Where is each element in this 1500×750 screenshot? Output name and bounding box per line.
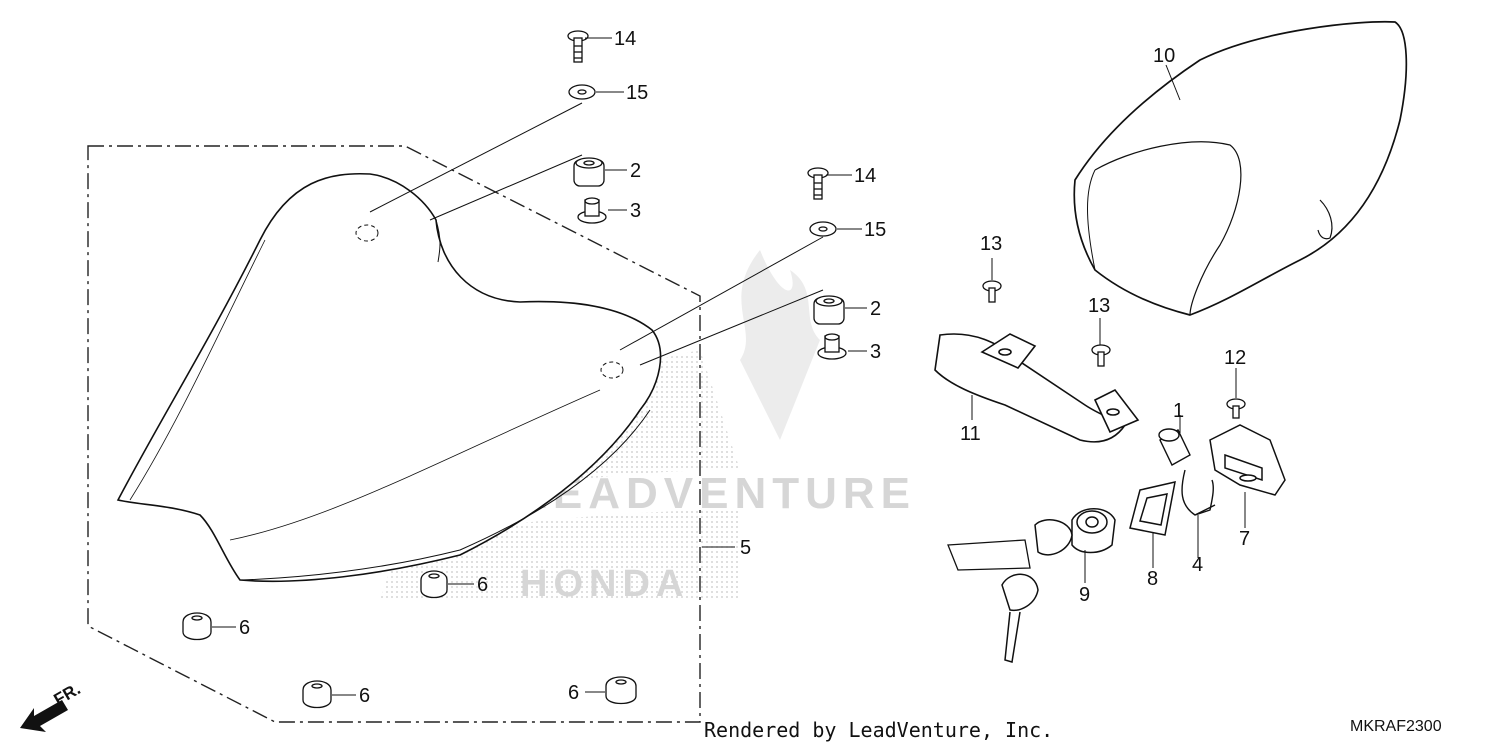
callout-15-lower: 15 [864,219,886,241]
front-seat [116,172,662,583]
leader-lines [369,102,824,366]
callout-numbers: 14 15 2 3 14 15 2 3 5 6 6 6 6 10 13 13 1… [239,28,1250,707]
callout-6-c: 6 [359,685,370,707]
callout-2-upper: 2 [630,160,641,182]
callout-9: 9 [1079,584,1090,606]
callout-6-d: 6 [568,682,579,704]
seat-bracket [934,333,1140,443]
assembly-boundary [87,145,701,723]
callout-14-upper: 14 [614,28,636,50]
front-direction-indicator: FR. [20,679,84,732]
render-credit: Rendered by LeadVenture, Inc. [704,718,1054,742]
front-arrow-icon [20,700,68,732]
callout-13-b: 13 [1088,295,1110,317]
callout-4: 4 [1192,554,1203,576]
callout-12: 12 [1224,347,1246,369]
callout-10: 10 [1153,45,1175,67]
bolt-14-lower [807,167,829,200]
callout-8: 8 [1147,568,1158,590]
watermark-brand: LEADVENTURE [520,469,916,518]
washer-15-lower [809,221,837,237]
cushion-6 [182,570,637,709]
gasket-8 [1129,481,1176,536]
callout-14-lower: 14 [854,165,876,187]
bolt-14-upper [567,30,589,63]
callout-6-a: 6 [477,574,488,596]
callout-15-upper: 15 [626,82,648,104]
callout-leaders [212,37,1246,696]
seat-mount-locators [355,224,624,379]
sleeve-1 [1158,428,1191,466]
keys [1001,519,1073,663]
key-tag [947,539,1031,571]
grommet-2-lower [813,295,845,325]
collar-3-lower [817,333,847,360]
callout-3-lower: 3 [870,341,881,363]
callout-2-lower: 2 [870,298,881,320]
watermark-maker: HONDA [520,563,689,605]
screw-12 [1226,398,1246,419]
callout-3-upper: 3 [630,200,641,222]
leadventure-flame-watermark [740,250,820,440]
diagram-code: MKRAF2300 [1350,718,1442,735]
callout-13-a: 13 [980,233,1002,255]
callout-6-b: 6 [239,617,250,639]
grommet-2-upper [573,157,605,187]
spring-4 [1181,469,1216,516]
seat-lock-7 [1209,424,1286,496]
washer-15-upper [568,84,596,100]
key-cylinder-9 [1071,508,1116,554]
rear-seat-cowl [1073,20,1408,316]
callout-1: 1 [1173,400,1184,422]
screw-13 [982,280,1111,367]
callout-5: 5 [740,537,751,559]
callout-7: 7 [1239,528,1250,550]
collar-3-upper [577,197,607,224]
callout-11: 11 [960,423,981,445]
